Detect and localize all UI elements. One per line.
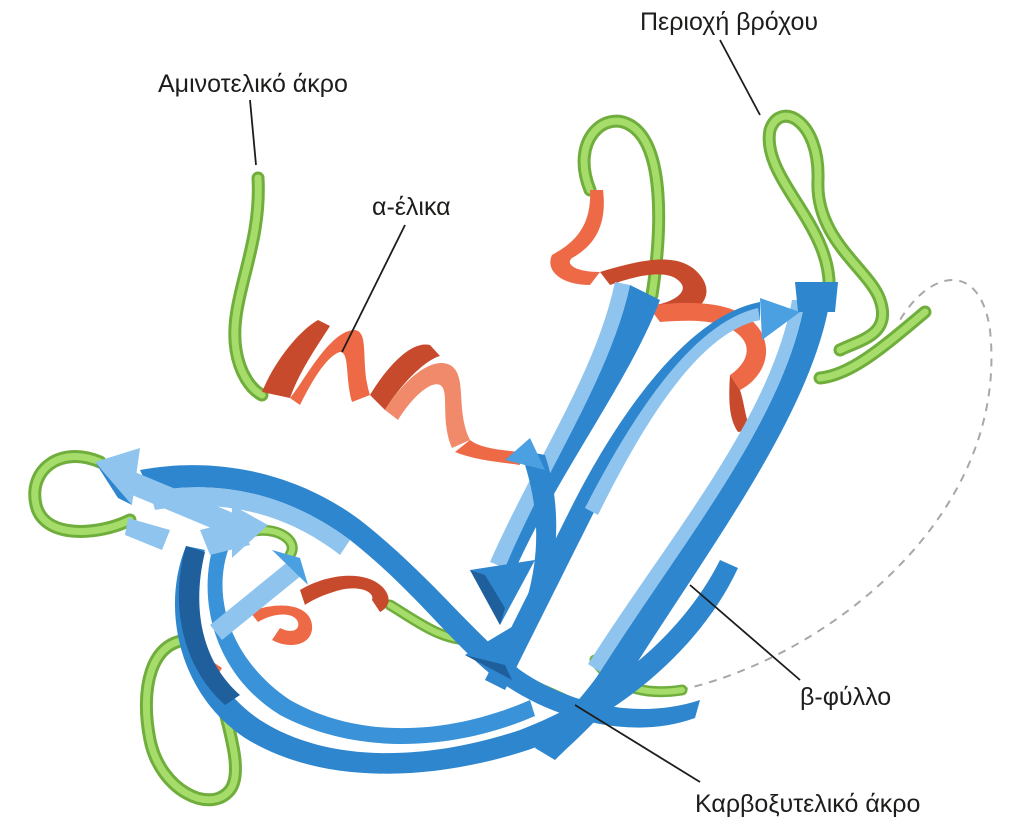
leader-lines (249, 39, 801, 783)
beta-strand-left-cross-arrow (210, 560, 302, 640)
leader-carboxy-terminus (574, 704, 701, 783)
label-beta-sheet: β-φύλλο (800, 683, 891, 711)
label-amino-terminus: Αμινοτελικό άκρο (158, 70, 348, 98)
beta-strand-center-arrowhead (470, 560, 535, 625)
leader-loop-region (719, 39, 761, 116)
beta-strands (95, 282, 838, 774)
beta-strand-right-1 (535, 300, 830, 760)
label-carboxy-terminus: Καρβοξυτελικό άκρο (695, 790, 920, 818)
beta-strand-left-double-arrow (120, 470, 250, 540)
label-alpha-helix: α-έλικα (372, 193, 451, 221)
alpha-helix-main (262, 320, 520, 465)
label-loop-region: Περιοχή βρόχου (640, 8, 818, 36)
leader-amino-terminus (249, 99, 257, 166)
beta-strand-small-up (520, 450, 557, 600)
leader-alpha-helix (341, 224, 406, 353)
beta-strand-bottom-sweep (140, 465, 700, 728)
leader-beta-sheet (689, 584, 801, 681)
disordered-region-dashed (679, 279, 993, 691)
